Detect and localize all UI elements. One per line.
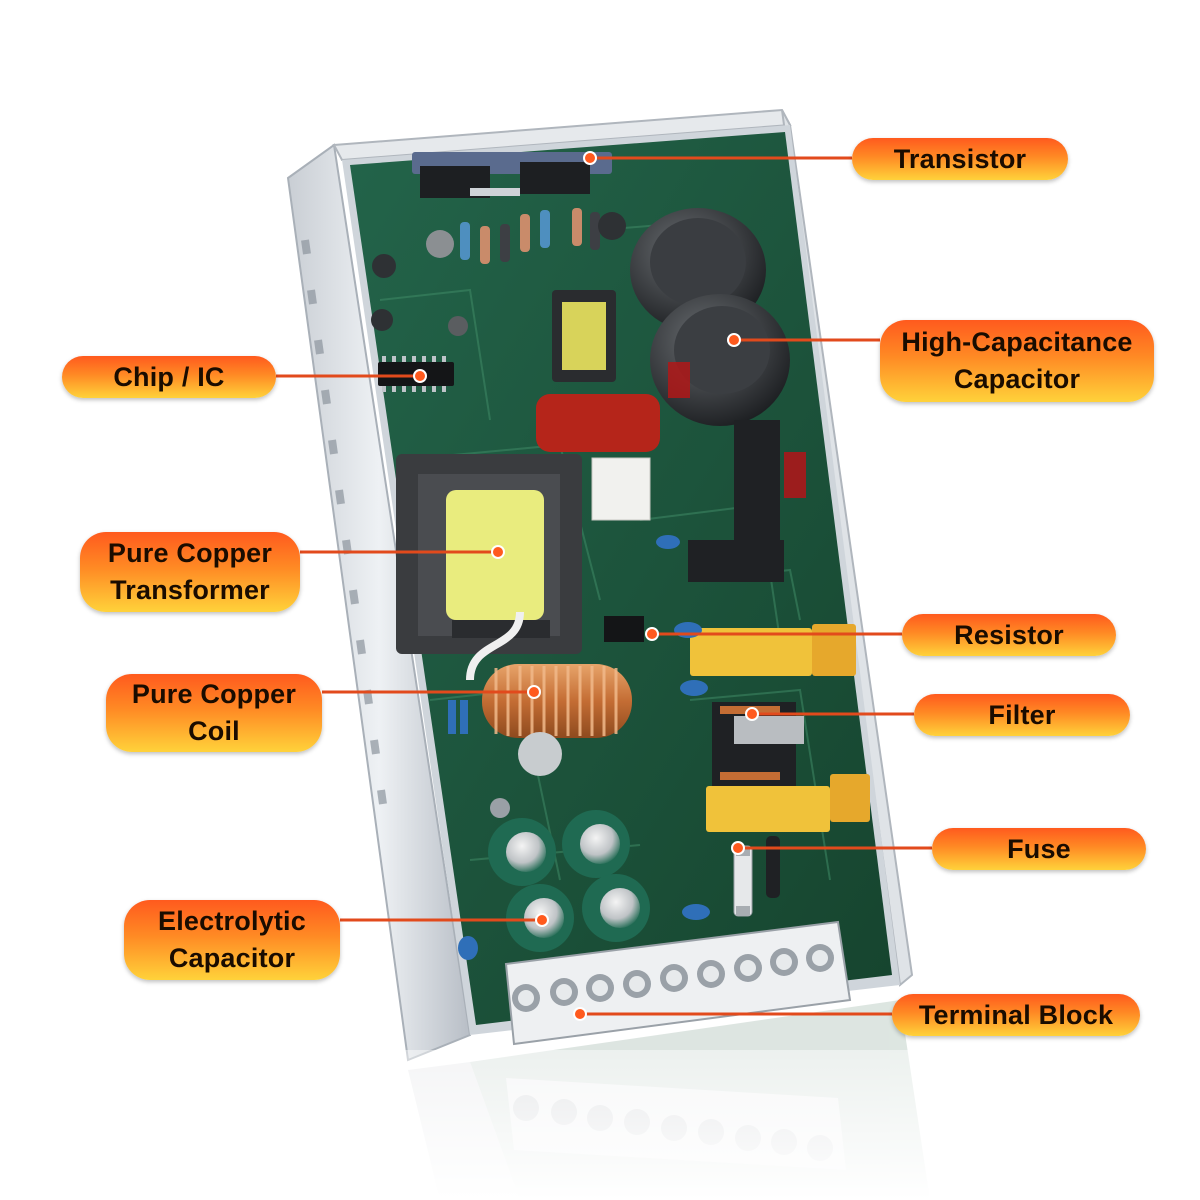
callout-terminal-block: Terminal Block	[892, 994, 1140, 1036]
callout-high-capacitance-capacitor-line2: Capacitor	[953, 364, 1081, 394]
callout-filter: Filter	[914, 694, 1130, 736]
callout-pure-copper-transformer-line2: Transformer	[110, 575, 270, 605]
callout-pure-copper-coil: Pure Copper Coil	[106, 674, 322, 752]
leader-dot-electrolytic-capacitor	[535, 913, 549, 927]
leader-dot-high-capacitance-capacitor	[727, 333, 741, 347]
callout-pure-copper-transformer: Pure Copper Transformer	[80, 532, 300, 612]
leader-dot-terminal-block	[573, 1007, 587, 1021]
callout-high-capacitance-capacitor: High-Capacitance Capacitor	[880, 320, 1154, 402]
callout-electrolytic-capacitor: Electrolytic Capacitor	[124, 900, 340, 980]
callout-high-capacitance-capacitor-line1: High-Capacitance	[901, 327, 1133, 357]
transistor	[412, 152, 612, 198]
callout-pure-copper-transformer-line1: Pure Copper	[107, 538, 273, 568]
small-transformer	[552, 290, 616, 382]
fuse	[733, 836, 780, 917]
callout-electrolytic-capacitor-line2: Capacitor	[168, 943, 296, 973]
callout-transistor-label: Transistor	[893, 143, 1027, 174]
film-capacitor	[536, 394, 660, 452]
callout-chip-ic: Chip / IC	[62, 356, 276, 398]
callout-electrolytic-capacitor-line1: Electrolytic	[158, 906, 306, 936]
x-capacitor	[690, 624, 870, 832]
reflection-fade	[380, 1050, 940, 1200]
leader-dot-pure-copper-coil	[527, 685, 541, 699]
top-components	[371, 208, 626, 336]
thermistor	[518, 732, 562, 776]
callout-chip-ic-label: Chip / IC	[113, 361, 225, 392]
callout-resistor-label: Resistor	[954, 619, 1064, 650]
callout-transistor: Transistor	[852, 138, 1068, 180]
callout-fuse-label: Fuse	[1007, 833, 1071, 864]
callout-pure-copper-coil-line2: Coil	[188, 716, 240, 746]
leader-dot-chip-ic	[413, 369, 427, 383]
filter	[712, 702, 804, 786]
leader-dot-transistor	[583, 151, 597, 165]
relay	[591, 457, 651, 521]
callout-pure-copper-coil-line1: Pure Copper	[131, 679, 297, 709]
mosfet-heatsink	[688, 420, 806, 582]
high-capacitance-capacitor	[630, 208, 790, 426]
leader-dots	[413, 151, 759, 1021]
transformer-wire	[466, 611, 524, 681]
leader-lines	[276, 156, 932, 1016]
pure-copper-coil	[482, 664, 632, 738]
leader-dot-fuse	[731, 841, 745, 855]
callout-terminal-block-label: Terminal Block	[918, 999, 1114, 1030]
callout-filter-label: Filter	[988, 699, 1056, 730]
callout-fuse: Fuse	[932, 828, 1146, 870]
small-ic	[604, 616, 644, 642]
leader-dot-resistor	[645, 627, 659, 641]
leader-dot-filter	[745, 707, 759, 721]
callout-resistor: Resistor	[902, 614, 1116, 656]
leader-dot-pure-copper-transformer	[491, 545, 505, 559]
pure-copper-transformer	[396, 454, 582, 654]
electrolytic-capacitor	[488, 798, 650, 952]
